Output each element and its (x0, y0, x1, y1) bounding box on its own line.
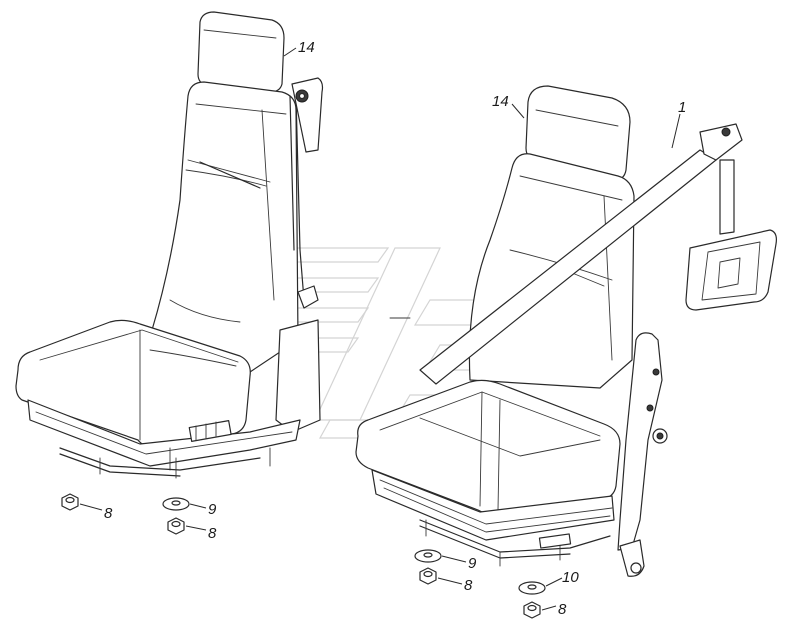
retractor-icon (699, 123, 743, 161)
left-headrest (197, 11, 285, 93)
washer-icon (414, 549, 442, 563)
nut-icon (419, 567, 437, 585)
leader-lines (79, 47, 681, 611)
callout-14-left: 14 (298, 39, 315, 56)
callout-8-c: 8 (464, 577, 473, 594)
left-seat (15, 11, 324, 479)
fasteners (61, 493, 546, 619)
callout-9-a: 9 (208, 501, 217, 518)
callout-8-b: 8 (208, 525, 217, 542)
washer-icon (518, 581, 546, 595)
left-seat-cushion (15, 319, 251, 447)
left-belt-strap (295, 95, 305, 301)
washer-icon (162, 497, 190, 511)
callout-14-right: 14 (492, 93, 509, 110)
right-seat (355, 85, 777, 577)
left-backrest (151, 81, 299, 373)
callout-8-a: 8 (104, 505, 113, 522)
buckle-icon (685, 229, 777, 311)
callout-8-d: 8 (558, 601, 567, 618)
right-side-column (617, 332, 663, 551)
nut-icon (61, 493, 79, 511)
callout-labels: 14 14 1 8 9 8 9 8 10 8 (104, 39, 686, 618)
nut-icon (523, 601, 541, 619)
callout-1: 1 (678, 99, 686, 116)
callout-10: 10 (562, 569, 579, 586)
left-side-panel (275, 319, 321, 433)
callout-9-b: 9 (468, 555, 477, 572)
nut-icon (167, 517, 185, 535)
